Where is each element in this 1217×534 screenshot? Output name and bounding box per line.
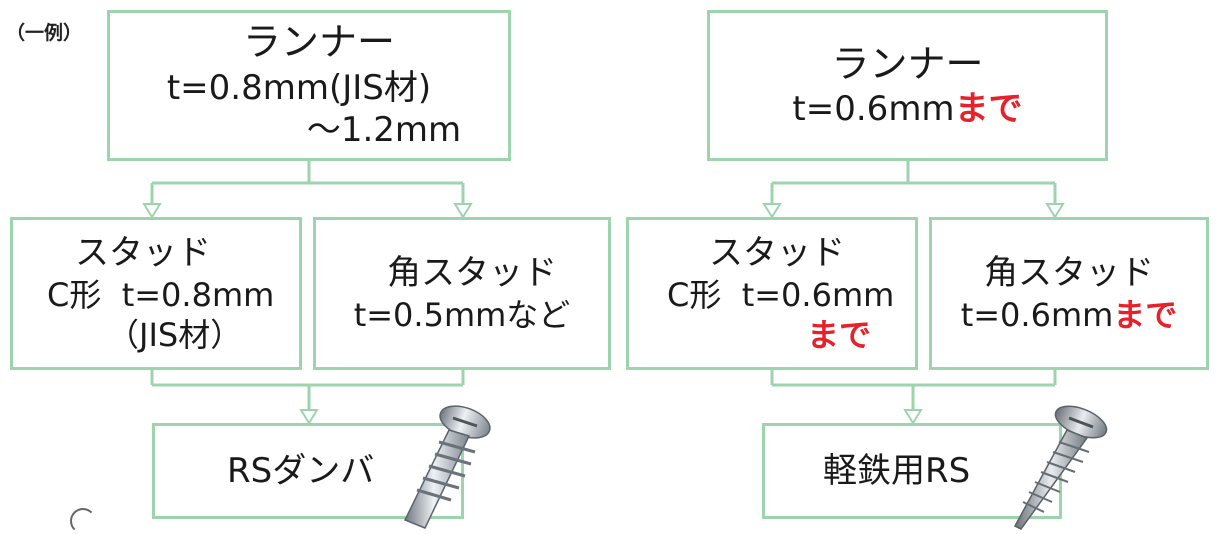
right-runner-thickness-value: t=0.6mm — [792, 89, 955, 129]
right-stud-limit: まで — [807, 315, 872, 354]
right-runner-title: ランナー — [831, 41, 984, 86]
right-square-stud-box: 角スタッド t=0.6mmまで — [929, 217, 1209, 370]
screw-light-steel-icon — [1013, 405, 1108, 530]
arrowhead — [299, 409, 319, 425]
arrowhead — [903, 409, 923, 425]
right-square-stud-thickness: t=0.6mmまで — [961, 295, 1178, 335]
arrowhead — [142, 203, 162, 219]
right-stud-box: スタッド C形 t=0.6mm まで — [626, 217, 918, 370]
right-runner-box: ランナー t=0.6mmまで — [707, 10, 1108, 161]
left-rs-dampa-label: RSダンバ — [227, 450, 375, 491]
arrowhead — [762, 203, 782, 219]
right-runner-thickness: t=0.6mmまで — [792, 88, 1022, 131]
left-runner-thickness-range: 〜1.2mm — [306, 110, 462, 151]
left-runner-box: ランナー t=0.8mm(JIS材) 〜1.2mm — [107, 10, 511, 161]
right-square-stud-thickness-value: t=0.6mm — [960, 295, 1114, 334]
left-runner-thickness: t=0.8mm(JIS材) — [166, 67, 432, 108]
arrowhead — [1045, 203, 1065, 219]
right-square-stud-limit: まで — [1113, 295, 1178, 334]
right-stud-thickness: C形 t=0.6mm — [667, 275, 895, 314]
left-stud-title: スタッド — [75, 233, 211, 274]
left-square-stud-box: 角スタッド t=0.5mmなど — [313, 217, 611, 370]
left-stud-thickness: C形 t=0.8mm — [47, 275, 275, 314]
partial-circle-mark — [70, 508, 96, 534]
left-square-stud-title: 角スタッド — [387, 253, 557, 294]
right-stud-title: スタッド — [709, 233, 845, 274]
arrowhead — [453, 203, 473, 219]
left-runner-title: ランナー — [242, 20, 395, 65]
right-light-steel-rs-label: 軽鉄用RS — [823, 450, 971, 491]
example-label: （一例） — [6, 22, 83, 44]
screw-dampa-icon — [403, 405, 491, 529]
right-runner-limit: まで — [954, 89, 1023, 129]
left-stud-material: （JIS材） — [107, 315, 243, 354]
left-square-stud-thickness: t=0.5mmなど — [353, 295, 571, 334]
left-stud-box: スタッド C形 t=0.8mm （JIS材） — [10, 217, 302, 370]
left-rs-dampa-box: RSダンバ — [152, 423, 464, 519]
right-square-stud-title: 角スタッド — [984, 253, 1154, 294]
